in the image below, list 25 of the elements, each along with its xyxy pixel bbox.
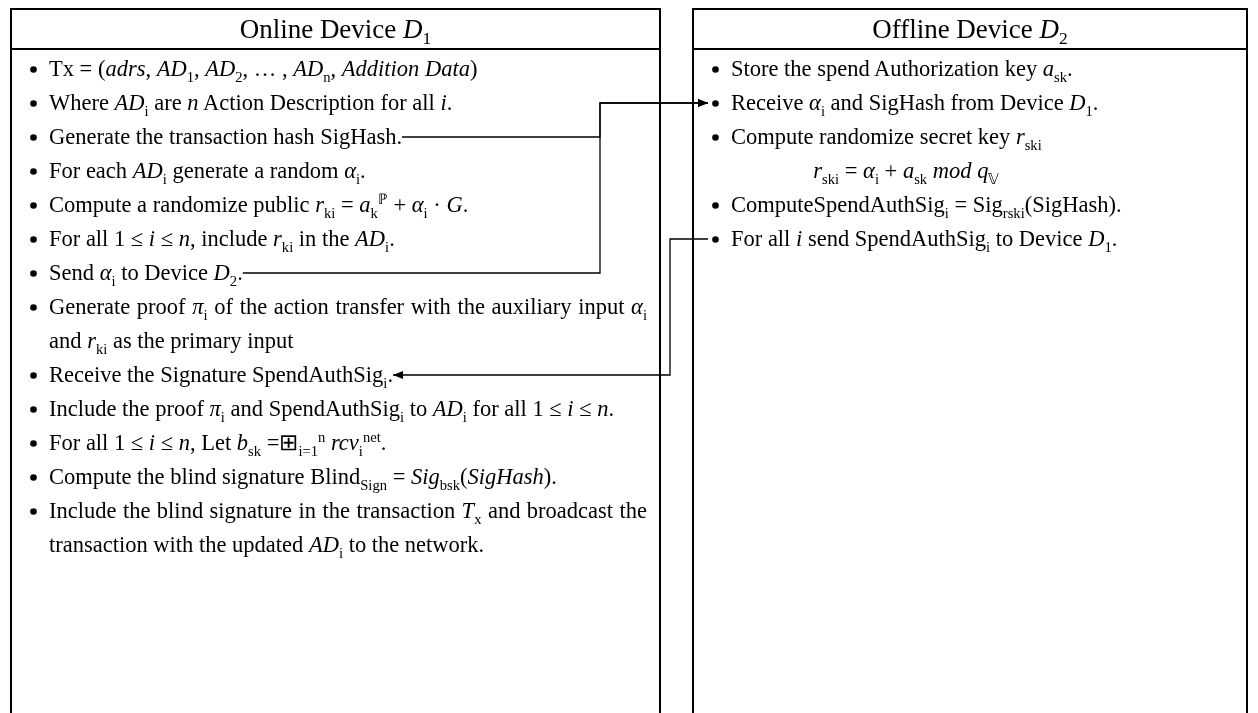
bullet-item: Send α$_{i}$ to Device D$_{2}$. [49,259,243,290]
panel [692,8,1248,713]
bullet-item: Compute the blind signature Blind$_{Sign}$ = Sig$_{bsk}$(SigHash). [49,463,557,494]
bullet-item: Compute a randomize public r$_{ki}$ = a$_{k}$$^{ℙ}$ + α$_{i}$ · G. [49,189,469,222]
bullet-item: Generate the transaction hash SigHash. [49,123,402,151]
panel [10,8,661,713]
bullet-item: Receive the Signature SpendAuthSig$_{i}$. [49,361,393,392]
bullet-item: Compute randomize secret key r$_{ski}$ [731,123,1042,154]
bullet-item: Receive α$_{i}$ and SigHash from Device D$_{1}$. [731,89,1099,120]
bullet-item: Store the spend Authorization key a$_{sk}$. [731,55,1073,86]
bullet-item: ComputeSpendAuthSig$_{i}$ = Sig$_{rski}$(SigHash). [731,191,1122,222]
bullet-item: For all 1 ≤ i ≤ n, Let b$_{sk}$ =⊞$_{i=1}$$^{n}$ rcv$_{i}$$^{net}$. [49,427,387,460]
bullet-item: Where AD$_{i}$ are n Action Description for all i. [49,89,453,120]
bullet-item: Include the proof π$_{i}$ and SpendAuthSig$_{i}$ to AD$_{i}$ for all 1 ≤ i ≤ n. [49,395,615,426]
bullet-item: Include the blind signature in the transaction T$_{x}$ and broadcast the transaction with the updated AD$_{i}$ to the network. [49,497,647,562]
bullet-item: For all i send SpendAuthSig$_{i}$ to Device D$_{1}$. [731,225,1118,256]
panel-heading: Online Device D$_{1}$ [12,10,659,50]
formula: r$_{ski}$ = α$_{i}$ + a$_{sk}$ mod q$_{𝕍}$ [812,157,1001,188]
arrow [392,238,709,379]
bullet-item: Tx = (adrs, AD$_{1}$, AD$_{2}$, … , AD$_{n}$, Addition Data) [49,55,478,86]
arrow [242,99,709,274]
panel-heading: Offline Device D$_{2}$ [694,10,1246,50]
bullet-item: For each AD$_{i}$ generate a random α$_{i}$. [49,157,366,188]
bullet-item: Generate proof π$_{i}$ of the action transfer with the auxiliary input α$_{i}$ and r$_{ki}$ as the primary input [49,293,647,358]
bullet-item: For all 1 ≤ i ≤ n, include r$_{ki}$ in the AD$_{i}$. [49,225,395,256]
